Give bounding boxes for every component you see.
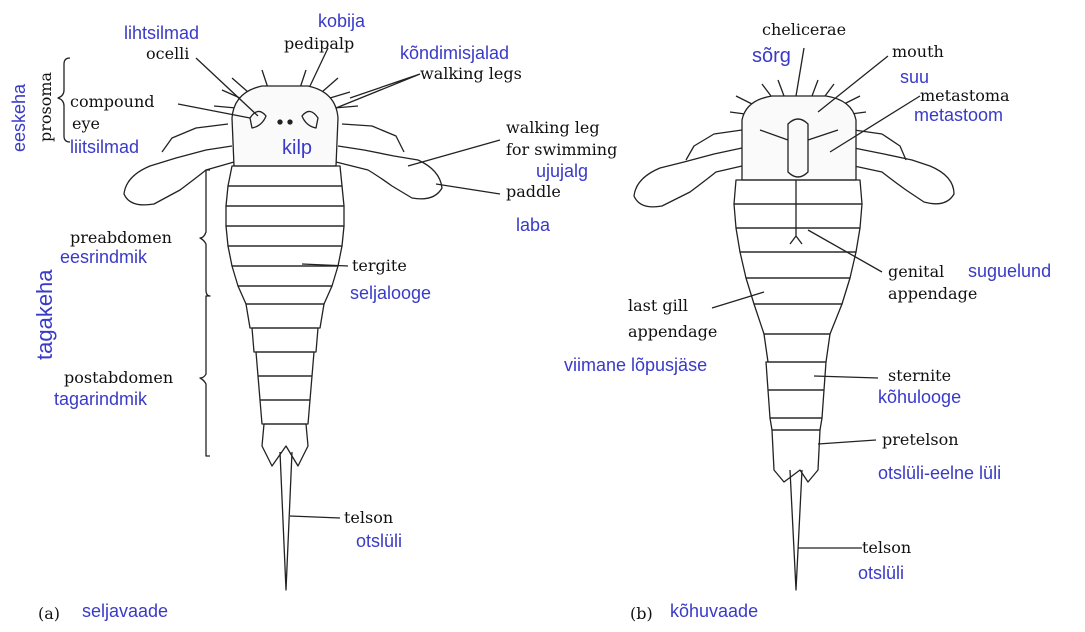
panel-a-view-label: seljavaade bbox=[82, 602, 168, 620]
label-laba: laba bbox=[516, 216, 550, 234]
label-ujujalg: ujujalg bbox=[536, 162, 588, 180]
label-viimane-lopusjase: viimane lõpusjäse bbox=[564, 356, 707, 374]
label-metastoma: metastoma bbox=[920, 88, 1010, 104]
label-genital: genital bbox=[888, 264, 944, 280]
label-suguelund: suguelund bbox=[968, 262, 1051, 280]
label-prosoma: prosoma bbox=[38, 72, 54, 142]
label-eesrindmik: eesrindmik bbox=[60, 248, 147, 266]
label-last-gill: last gill bbox=[628, 298, 688, 314]
label-postabdomen: postabdomen bbox=[64, 370, 173, 386]
label-eye: eye bbox=[72, 116, 100, 132]
label-genital-appendage: appendage bbox=[888, 286, 977, 302]
panel-b-view-label: kõhuvaade bbox=[670, 602, 758, 620]
panel-a-letter: (a) bbox=[38, 606, 60, 622]
label-otsluli-a: otslüli bbox=[356, 532, 402, 550]
label-sorg: sõrg bbox=[752, 46, 791, 66]
label-tagakeha: tagakeha bbox=[34, 269, 56, 360]
label-liitsilmad: liitsilmad bbox=[70, 138, 139, 156]
label-otsluli-eelne-luli: otslüli-eelne lüli bbox=[878, 464, 1001, 482]
label-tagarindmik: tagarindmik bbox=[54, 390, 147, 408]
panel-b-letter: (b) bbox=[630, 606, 653, 622]
label-eeskeha: eeskeha bbox=[10, 84, 28, 152]
label-metastoom: metastoom bbox=[914, 106, 1003, 124]
label-compound: compound bbox=[70, 94, 155, 110]
label-walking-leg: walking leg bbox=[506, 120, 600, 136]
label-chelicerae: chelicerae bbox=[762, 22, 846, 38]
label-preabdomen: preabdomen bbox=[70, 230, 172, 246]
label-lihtsilmad: lihtsilmad bbox=[124, 24, 199, 42]
label-pretelson: pretelson bbox=[882, 432, 959, 448]
label-kobija: kobija bbox=[318, 12, 365, 30]
label-tergite: tergite bbox=[352, 258, 407, 274]
label-suu: suu bbox=[900, 68, 929, 86]
label-kondimisjalad: kõndimisjalad bbox=[400, 44, 509, 62]
label-paddle: paddle bbox=[506, 184, 561, 200]
label-gill-appendage: appendage bbox=[628, 324, 717, 340]
label-telson-b: telson bbox=[862, 540, 911, 556]
label-for-swimming: for swimming bbox=[506, 142, 617, 158]
label-walking-legs: walking legs bbox=[420, 66, 522, 82]
label-pedipalp: pedipalp bbox=[284, 36, 354, 52]
label-ocelli: ocelli bbox=[146, 46, 189, 62]
label-telson-a: telson bbox=[344, 510, 393, 526]
label-mouth: mouth bbox=[892, 44, 944, 60]
label-kilp: kilp bbox=[282, 138, 312, 158]
ventral-specimen bbox=[634, 48, 954, 590]
label-sternite: sternite bbox=[888, 368, 951, 384]
dorsal-specimen bbox=[58, 48, 500, 590]
label-otsluli-b: otslüli bbox=[858, 564, 904, 582]
label-kohulooge: kõhulooge bbox=[878, 388, 961, 406]
label-seljalooge: seljalooge bbox=[350, 284, 431, 302]
